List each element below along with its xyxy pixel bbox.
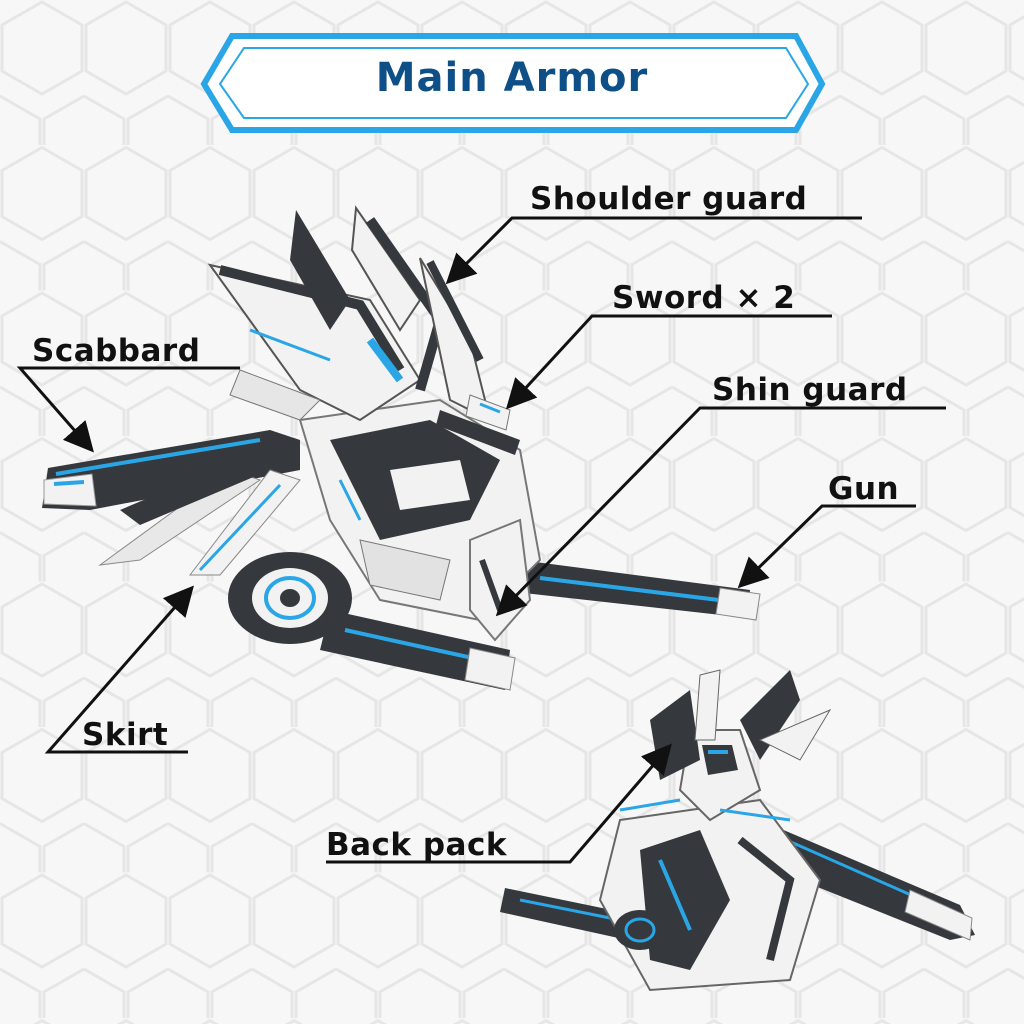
- leader-line-shin-guard: [495, 406, 946, 617]
- gun-part: [515, 560, 761, 621]
- hub-part: [228, 552, 352, 644]
- leader-line-scabbard: [16, 366, 240, 453]
- label-shin-guard: Shin guard: [712, 372, 908, 408]
- main-armor-figure: [42, 205, 761, 691]
- label-back-pack: Back pack: [326, 827, 507, 863]
- leader-lines: [16, 216, 946, 864]
- leader-line-back-pack: [326, 743, 672, 864]
- sword-part: [436, 394, 520, 455]
- shoulder-guard-part: [207, 205, 492, 422]
- scabbard-part: [42, 430, 300, 510]
- back-pack-figure: [500, 669, 975, 992]
- label-gun: Gun: [828, 471, 900, 507]
- label-scabbard: Scabbard: [32, 333, 201, 369]
- lower-barrel-part: [320, 610, 516, 691]
- label-skirt: Skirt: [82, 717, 169, 753]
- leader-line-gun: [737, 504, 916, 589]
- label-shoulder-guard: Shoulder guard: [530, 181, 808, 217]
- skirt-part: [98, 455, 301, 576]
- page-title: Main Armor: [375, 55, 649, 101]
- title-banner: [200, 33, 826, 133]
- leader-line-shoulder-guard: [445, 216, 862, 285]
- leader-line-skirt: [44, 585, 194, 754]
- leader-line-sword: [505, 314, 832, 410]
- label-sword: Sword × 2: [612, 280, 796, 316]
